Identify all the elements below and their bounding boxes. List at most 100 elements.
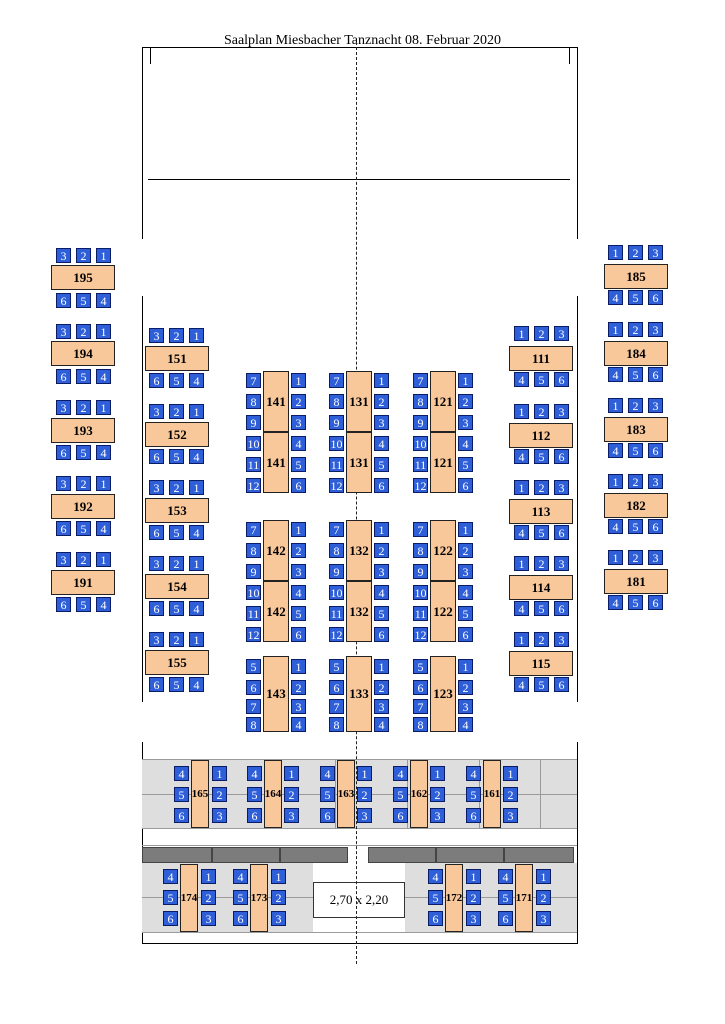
- seat[interactable]: 1: [458, 659, 473, 674]
- seat[interactable]: 11: [329, 606, 344, 621]
- seat[interactable]: 4: [189, 677, 204, 692]
- seat[interactable]: 5: [291, 457, 306, 472]
- table-113[interactable]: 113: [509, 499, 573, 524]
- table-143[interactable]: 143: [263, 656, 289, 732]
- seat[interactable]: 5: [628, 290, 643, 305]
- seat[interactable]: 3: [271, 911, 286, 926]
- table-114[interactable]: 114: [509, 575, 573, 600]
- seat[interactable]: 3: [56, 400, 71, 415]
- seat[interactable]: 6: [648, 595, 663, 610]
- seat[interactable]: 10: [413, 436, 428, 451]
- seat[interactable]: 1: [96, 324, 111, 339]
- seat[interactable]: 4: [498, 869, 513, 884]
- seat[interactable]: 2: [374, 394, 389, 409]
- seat[interactable]: 4: [174, 766, 189, 781]
- seat[interactable]: 5: [169, 373, 184, 388]
- seat[interactable]: 2: [534, 404, 549, 419]
- seat[interactable]: 5: [628, 367, 643, 382]
- seat[interactable]: 9: [246, 415, 261, 430]
- seat[interactable]: 1: [374, 522, 389, 537]
- seat[interactable]: 5: [628, 519, 643, 534]
- seat[interactable]: 8: [413, 394, 428, 409]
- seat[interactable]: 3: [554, 326, 569, 341]
- seat[interactable]: 1: [96, 248, 111, 263]
- seat[interactable]: 4: [291, 717, 306, 732]
- seat[interactable]: 3: [291, 699, 306, 714]
- seat[interactable]: 12: [246, 627, 261, 642]
- seat[interactable]: 3: [56, 476, 71, 491]
- seat[interactable]: 7: [329, 522, 344, 537]
- seat[interactable]: 1: [374, 373, 389, 388]
- table-171[interactable]: 171: [515, 864, 533, 932]
- seat[interactable]: 3: [56, 248, 71, 263]
- seat[interactable]: 5: [534, 677, 549, 692]
- seat[interactable]: 1: [514, 326, 529, 341]
- seat[interactable]: 2: [458, 394, 473, 409]
- seat[interactable]: 1: [458, 522, 473, 537]
- seat[interactable]: 4: [233, 869, 248, 884]
- seat[interactable]: 1: [608, 245, 623, 260]
- seat[interactable]: 3: [212, 808, 227, 823]
- seat[interactable]: 6: [498, 911, 513, 926]
- seat[interactable]: 2: [291, 680, 306, 695]
- seat[interactable]: 4: [189, 525, 204, 540]
- table-184[interactable]: 184: [604, 341, 668, 366]
- seat[interactable]: 6: [554, 601, 569, 616]
- seat[interactable]: 3: [648, 474, 663, 489]
- seat[interactable]: 5: [246, 659, 261, 674]
- seat[interactable]: 12: [329, 627, 344, 642]
- seat[interactable]: 6: [149, 677, 164, 692]
- table-152[interactable]: 152: [145, 422, 209, 447]
- table-123[interactable]: 123: [430, 656, 456, 732]
- seat[interactable]: 2: [374, 680, 389, 695]
- seat[interactable]: 5: [374, 606, 389, 621]
- seat[interactable]: 5: [458, 457, 473, 472]
- seat[interactable]: 5: [413, 659, 428, 674]
- seat[interactable]: 2: [76, 324, 91, 339]
- seat[interactable]: 3: [149, 328, 164, 343]
- table-164[interactable]: 164: [264, 760, 282, 828]
- seat[interactable]: 6: [428, 911, 443, 926]
- seat[interactable]: 6: [56, 597, 71, 612]
- seat[interactable]: 2: [271, 890, 286, 905]
- seat[interactable]: 6: [393, 808, 408, 823]
- seat[interactable]: 8: [329, 543, 344, 558]
- seat[interactable]: 4: [514, 601, 529, 616]
- seat[interactable]: 6: [458, 627, 473, 642]
- seat[interactable]: 2: [430, 787, 445, 802]
- seat[interactable]: 2: [169, 328, 184, 343]
- seat[interactable]: 6: [554, 449, 569, 464]
- seat[interactable]: 6: [56, 369, 71, 384]
- seat[interactable]: 1: [608, 474, 623, 489]
- seat[interactable]: 3: [554, 632, 569, 647]
- seat[interactable]: 3: [648, 322, 663, 337]
- seat[interactable]: 11: [246, 457, 261, 472]
- seat[interactable]: 4: [608, 290, 623, 305]
- seat[interactable]: 6: [149, 525, 164, 540]
- seat[interactable]: 6: [374, 478, 389, 493]
- seat[interactable]: 4: [608, 443, 623, 458]
- seat[interactable]: 4: [458, 585, 473, 600]
- table-192[interactable]: 192: [51, 494, 115, 519]
- seat[interactable]: 5: [247, 787, 262, 802]
- seat[interactable]: 1: [430, 766, 445, 781]
- table-193[interactable]: 193: [51, 418, 115, 443]
- seat[interactable]: 6: [247, 808, 262, 823]
- table-122[interactable]: 122: [430, 581, 456, 642]
- seat[interactable]: 1: [536, 869, 551, 884]
- seat[interactable]: 2: [628, 550, 643, 565]
- seat[interactable]: 5: [534, 525, 549, 540]
- seat[interactable]: 8: [246, 717, 261, 732]
- seat[interactable]: 5: [76, 521, 91, 536]
- seat[interactable]: 5: [628, 595, 643, 610]
- seat[interactable]: 3: [56, 552, 71, 567]
- seat[interactable]: 4: [189, 373, 204, 388]
- seat[interactable]: 9: [413, 564, 428, 579]
- seat[interactable]: 3: [503, 808, 518, 823]
- seat[interactable]: 11: [413, 457, 428, 472]
- seat[interactable]: 2: [374, 543, 389, 558]
- seat[interactable]: 1: [291, 373, 306, 388]
- seat[interactable]: 1: [374, 659, 389, 674]
- seat[interactable]: 10: [329, 585, 344, 600]
- seat[interactable]: 3: [284, 808, 299, 823]
